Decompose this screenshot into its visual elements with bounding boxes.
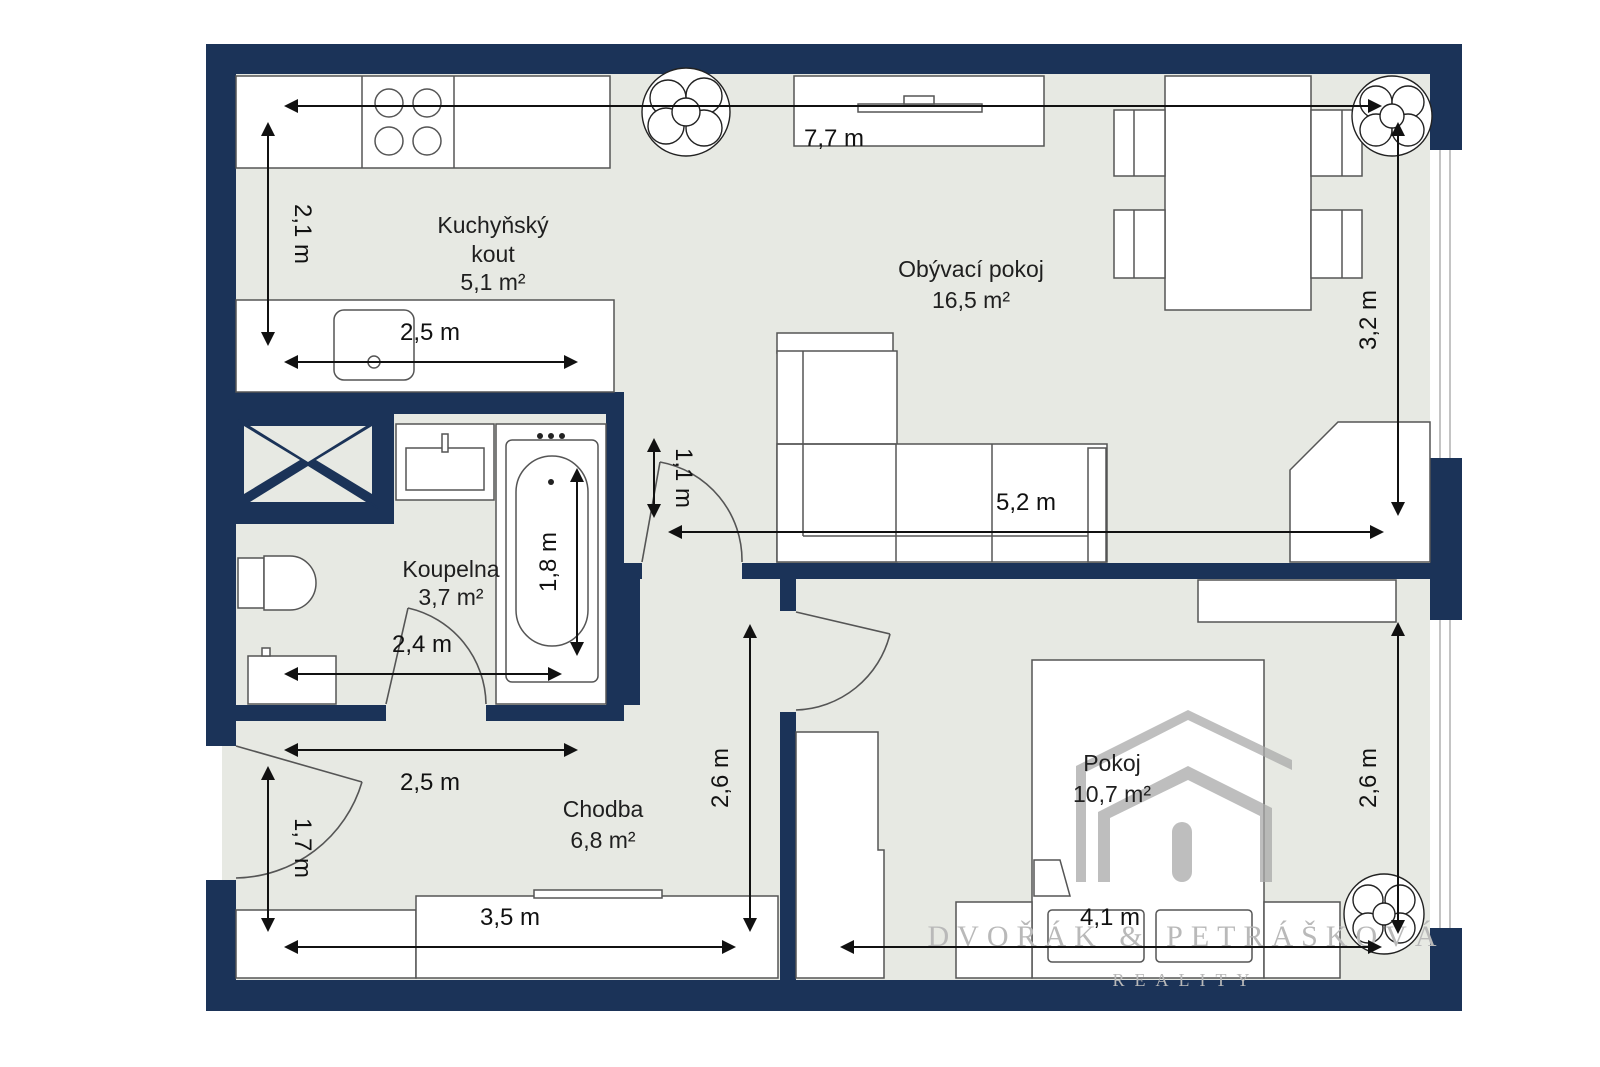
kitchen-counter-top [235,75,611,169]
dim-living-height: 3,2 m [1355,290,1382,350]
watermark-name: DVOŘÁK & PETRÁŠKOVÁ [927,920,1444,953]
hallway-area: 6,8 m² [570,827,636,853]
dim-kitchen-height: 2,1 m [289,204,316,264]
toilet-icon [237,555,317,611]
watermark-logo [1076,710,1292,882]
kitchen-area: 5,1 m² [460,269,526,295]
dim-bedroom-height: 2,6 m [1355,748,1382,808]
plant-icon [641,67,731,157]
washing-machine-icon [237,419,379,509]
dim-hall-width: 2,5 m [400,769,460,796]
hall-shelf [795,731,885,979]
dim-bath-tub-length: 1,8 m [535,532,562,592]
dim-top-width: 7,7 m [804,125,864,152]
living-name: Obývací pokoj [898,256,1044,282]
bedroom-name: Pokoj [1083,750,1141,776]
door-bedroom [795,611,891,711]
watermark-sub: REALITY [1113,970,1260,990]
bathroom-name: Koupelna [402,556,499,582]
dim-living-door-gap: 1,1 m [670,448,697,508]
kitchen-name-line1: Kuchyňský [437,212,549,238]
dim-entry-height: 1,7 m [289,818,316,878]
door-bathroom [385,607,487,705]
plant-icon [1351,75,1433,157]
hallway-name: Chodba [563,796,644,822]
dim-bath-width: 2,4 m [392,631,452,658]
hall-wardrobe [235,889,779,979]
dim-hall-bottom-width: 3,5 m [480,904,540,931]
dim-kitchen-width: 2,5 m [400,319,460,346]
dim-hall-height: 2,6 m [707,748,734,808]
dim-living-width: 5,2 m [996,489,1056,516]
door-entry [235,745,363,879]
bathroom-cabinet [247,647,337,705]
dimension-arrows [261,99,1405,954]
bathroom-area: 3,7 m² [418,584,484,610]
bathroom-sink-icon [395,423,495,501]
dining-table-icon [1113,75,1363,311]
dim-bedroom-width: 4,1 m [1080,904,1140,931]
window-right-upper [1430,150,1462,458]
bedroom-area: 10,7 m² [1073,781,1151,807]
window-right-lower [1430,620,1462,928]
living-area: 16,5 m² [932,287,1010,313]
kitchen-name-line2: kout [471,241,515,267]
bedroom-shelf-top [1197,579,1397,623]
kitchen-counter-bottom [235,299,615,393]
